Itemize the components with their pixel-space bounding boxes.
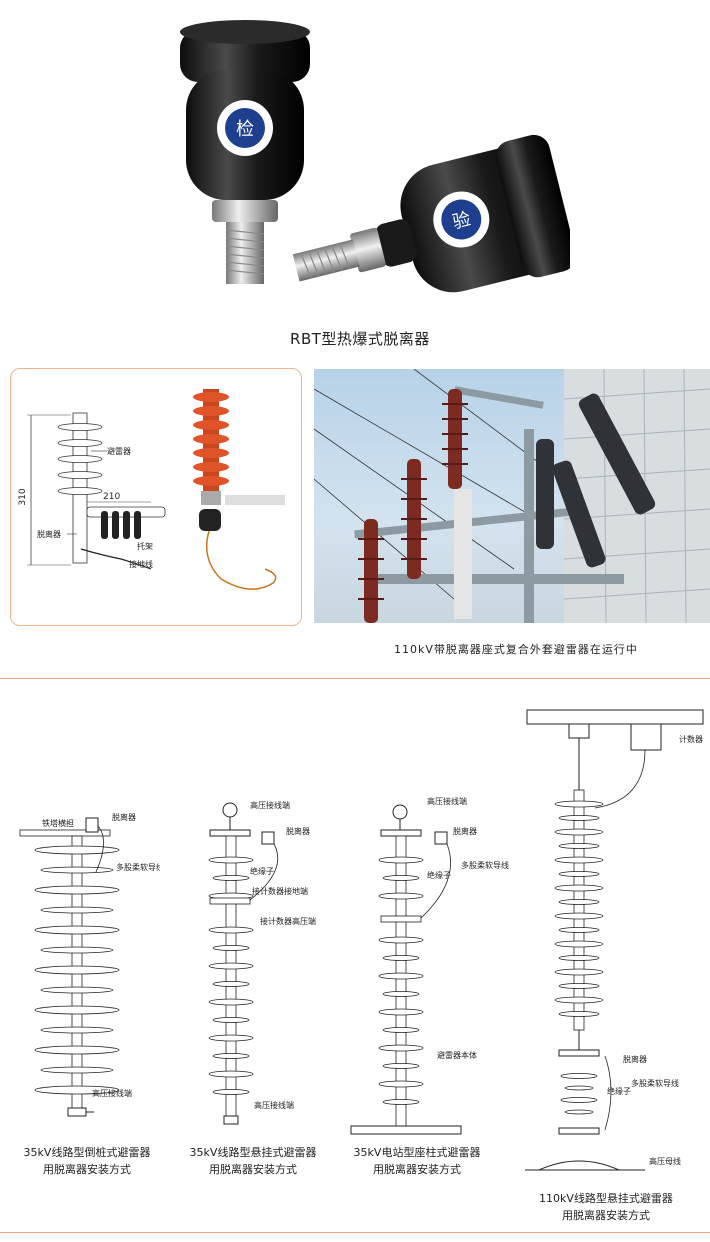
label-insulator-3: 绝缘子 bbox=[427, 870, 451, 880]
label-arrester: 避雷器 bbox=[107, 446, 131, 456]
badge-right: 验 bbox=[450, 209, 473, 234]
install-caption-1-line1: 35kV线路型倒桩式避雷器 bbox=[23, 1146, 151, 1159]
install-caption-2: 35kV线路型悬挂式避雷器 用脱离器安装方式 bbox=[178, 1144, 328, 1178]
label-hv-terminal-3: 高压接线端 bbox=[427, 796, 467, 806]
label-crossarm-1: 铁塔横担 bbox=[42, 818, 74, 828]
label-counter-hv-2: 接计数器高压端 bbox=[260, 916, 316, 926]
label-disconnector-2: 脱离器 bbox=[286, 826, 310, 836]
badge-left: 检 bbox=[236, 119, 254, 140]
label-insulator-4: 绝缘子 bbox=[607, 1086, 631, 1096]
install-caption-4: 110kV线路型悬挂式避雷器 用脱离器安装方式 bbox=[526, 1190, 686, 1224]
label-flex-wire-1: 多股柔软导线 bbox=[116, 862, 160, 872]
label-disconnector-4: 脱离器 bbox=[623, 1054, 647, 1064]
label-disconnector-1: 脱离器 bbox=[112, 812, 136, 822]
label-counter-4: 计数器 bbox=[679, 734, 703, 744]
install-caption-4-line2: 用脱离器安装方式 bbox=[562, 1209, 650, 1222]
dimension-diagram: 310 210 避雷器 脱离器 托架 接地线 bbox=[18, 389, 285, 590]
dimension-diagram-frame: 310 210 避雷器 脱离器 托架 接地线 bbox=[10, 368, 302, 626]
label-disconnector-3: 脱离器 bbox=[453, 826, 477, 836]
divider-middle bbox=[0, 678, 710, 679]
label-hv-terminal-top-2: 高压接线端 bbox=[250, 800, 290, 810]
label-ground: 接地线 bbox=[129, 559, 153, 569]
label-body-3: 避雷器本体 bbox=[437, 1050, 477, 1060]
install-caption-2-line1: 35kV线路型悬挂式避雷器 bbox=[189, 1146, 317, 1159]
field-photo bbox=[314, 369, 710, 623]
disconnector-upright: 检 bbox=[180, 20, 310, 284]
install-diagram-4: 计数器 脱离器 绝缘子 多股柔软导线 高压母线 bbox=[525, 709, 704, 1171]
label-insulator-2: 绝缘子 bbox=[250, 866, 274, 876]
label-hv-terminal-bottom-2: 高压接线端 bbox=[254, 1100, 294, 1110]
install-caption-1: 35kV线路型倒桩式避雷器 用脱离器安装方式 bbox=[12, 1144, 162, 1178]
product-photo: 检 验 bbox=[150, 10, 570, 310]
disconnector-tilted: 验 bbox=[292, 134, 570, 293]
install-caption-3-line2: 用脱离器安装方式 bbox=[373, 1163, 461, 1176]
label-bracket: 托架 bbox=[137, 541, 153, 551]
label-flex-wire-4: 多股柔软导线 bbox=[631, 1078, 679, 1088]
install-caption-1-line2: 用脱离器安装方式 bbox=[43, 1163, 131, 1176]
install-caption-3: 35kV电站型座柱式避雷器 用脱离器安装方式 bbox=[342, 1144, 492, 1178]
label-hv-bus-4: 高压母线 bbox=[649, 1156, 681, 1166]
label-counter-ground-2: 接计数器接地端 bbox=[252, 886, 308, 896]
install-diagram-2: 高压接线端 脱离器 绝缘子 接计数器接地端 接计数器高压端 高压接线端 bbox=[208, 800, 316, 1125]
field-photo-caption: 110kV带脱离器座式复合外套避雷器在运行中 bbox=[394, 643, 638, 656]
dim-height: 310 bbox=[18, 488, 28, 505]
install-diagram-3: 高压接线端 脱离器 多股柔软导线 绝缘子 避雷器本体 bbox=[350, 796, 509, 1135]
red-arrester-photo bbox=[193, 389, 285, 590]
divider-bottom bbox=[0, 1232, 710, 1233]
install-caption-2-line2: 用脱离器安装方式 bbox=[209, 1163, 297, 1176]
label-flex-wire-3: 多股柔软导线 bbox=[461, 860, 509, 870]
install-caption-4-line1: 110kV线路型悬挂式避雷器 bbox=[539, 1192, 673, 1205]
product-title: RBT型热爆式脱离器 bbox=[290, 330, 430, 348]
install-caption-3-line1: 35kV电站型座柱式避雷器 bbox=[353, 1146, 481, 1159]
dim-width: 210 bbox=[103, 492, 120, 502]
install-diagram-1: 铁塔横担 脱离器 多股柔软导线 高压接线端 bbox=[19, 812, 160, 1117]
label-hv-terminal-1: 高压接线端 bbox=[92, 1088, 132, 1098]
label-disconnector: 脱离器 bbox=[37, 529, 61, 539]
